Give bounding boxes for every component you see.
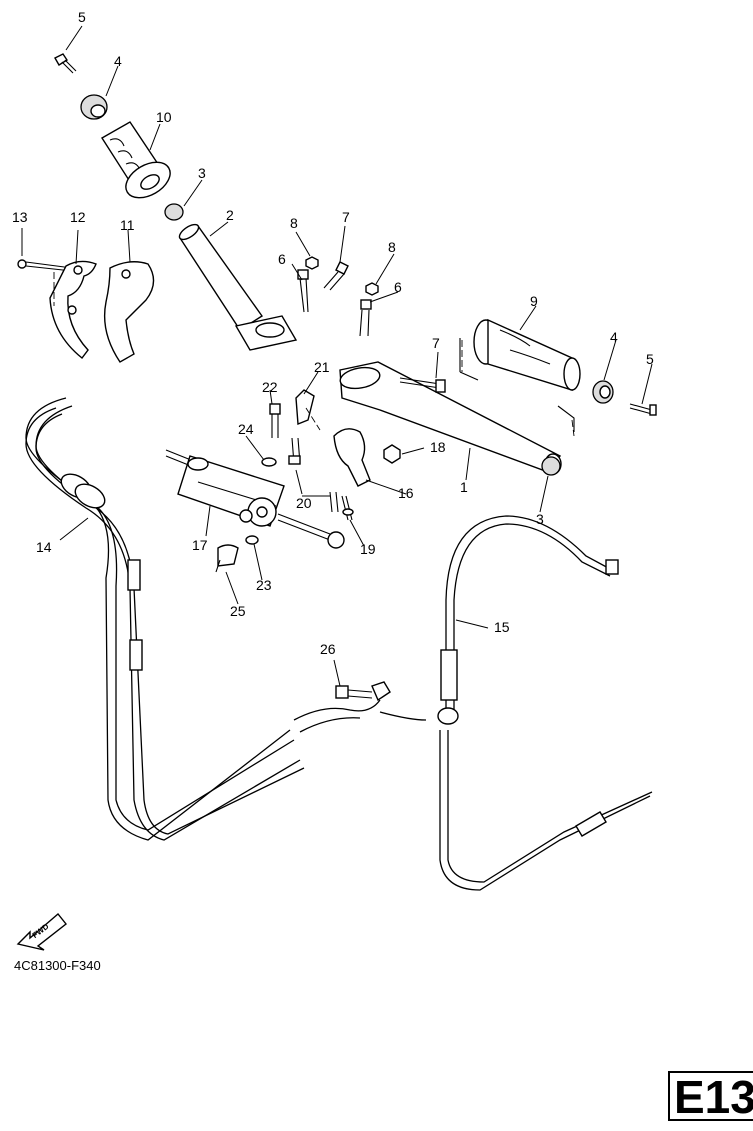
callout-23: 23 bbox=[256, 577, 272, 593]
callout-22: 22 bbox=[262, 379, 278, 395]
callout-9: 9 bbox=[530, 293, 538, 309]
part-5-bolt-right bbox=[629, 403, 657, 416]
callout-8: 8 bbox=[290, 215, 298, 231]
callout-6: 6 bbox=[278, 251, 286, 267]
part-24-washer bbox=[261, 457, 277, 467]
part-2-throttle-tube bbox=[178, 223, 298, 351]
part-4-bar-end-right bbox=[592, 380, 614, 404]
throttle-cable-end bbox=[379, 711, 427, 721]
part-7-bolt-b bbox=[399, 377, 446, 393]
callouts: 5 4 10 3 2 8 7 13 12 11 6 8 6 9 7 4 5 21… bbox=[12, 9, 654, 657]
callout-21: 21 bbox=[314, 359, 330, 375]
part-17-damper bbox=[165, 449, 345, 549]
part-3-weight-top bbox=[164, 203, 184, 221]
callout-16: 16 bbox=[398, 485, 414, 501]
part-3-weight-right bbox=[541, 456, 561, 476]
part-8-nut-b bbox=[365, 282, 379, 296]
part-4-bar-end-top bbox=[80, 94, 108, 120]
part-23-washer bbox=[245, 535, 259, 545]
callout-2: 2 bbox=[226, 207, 234, 223]
drawing-code: 4C81300-F340 bbox=[14, 958, 101, 973]
callout-5: 5 bbox=[78, 9, 86, 25]
part-8-nut-a bbox=[305, 256, 319, 270]
page-label-box: E13 bbox=[668, 1071, 753, 1123]
callout-15: 15 bbox=[494, 619, 510, 635]
part-26-bolt bbox=[335, 681, 391, 702]
callout-19: 19 bbox=[360, 541, 376, 557]
part-16-bracket bbox=[295, 389, 371, 487]
callout-11: 11 bbox=[120, 217, 135, 233]
part-1-handlebar bbox=[339, 361, 562, 475]
callout-3: 3 bbox=[198, 165, 206, 181]
callout-4b: 4 bbox=[610, 329, 618, 345]
part-15-clutch-cable bbox=[437, 515, 653, 891]
callout-1: 1 bbox=[460, 479, 468, 495]
part-10-throttle-grip bbox=[101, 121, 171, 199]
page-label: E13 bbox=[674, 1071, 753, 1123]
callout-25: 25 bbox=[230, 603, 246, 619]
fwd-arrow-icon: FWD bbox=[16, 912, 67, 951]
callout-6b: 6 bbox=[394, 279, 402, 295]
callout-7b: 7 bbox=[432, 335, 440, 351]
callout-5b: 5 bbox=[646, 351, 654, 367]
callout-20: 20 bbox=[296, 495, 312, 511]
part-9-grip bbox=[473, 318, 581, 391]
part-19-clip bbox=[341, 495, 354, 521]
part-12-housing bbox=[49, 260, 97, 359]
callout-12: 12 bbox=[70, 209, 86, 225]
callout-7: 7 bbox=[342, 209, 350, 225]
part-20-bolt-b bbox=[329, 491, 339, 513]
callout-24: 24 bbox=[238, 421, 254, 437]
part-5-bolt-top bbox=[54, 53, 77, 74]
callout-3b: 3 bbox=[536, 511, 544, 527]
leader-lines bbox=[21, 25, 653, 687]
callout-4: 4 bbox=[114, 53, 122, 69]
callout-13: 13 bbox=[12, 209, 28, 225]
part-14-throttle-cables bbox=[25, 397, 381, 841]
callout-18: 18 bbox=[430, 439, 446, 455]
part-20-bolt bbox=[288, 437, 301, 465]
callout-8b: 8 bbox=[388, 239, 396, 255]
part-25-clamp bbox=[215, 544, 239, 573]
part-7-bolt-a bbox=[323, 261, 349, 291]
callout-14: 14 bbox=[36, 539, 52, 555]
grip-bracket bbox=[459, 338, 575, 432]
part-18-nut bbox=[383, 444, 401, 464]
callout-26: 26 bbox=[320, 641, 336, 657]
part-22-bolt bbox=[269, 403, 281, 438]
part-11-housing bbox=[103, 261, 155, 363]
callout-17: 17 bbox=[192, 537, 208, 553]
part-6-bolt-b bbox=[359, 299, 372, 337]
callout-10: 10 bbox=[156, 109, 172, 125]
